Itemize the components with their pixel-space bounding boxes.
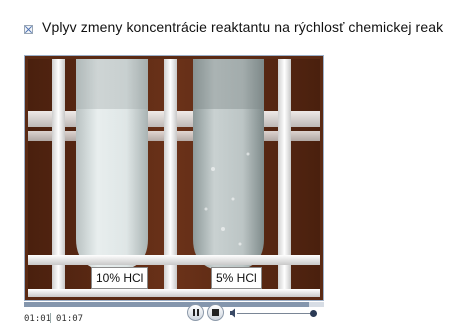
title-bar: Vplyv zmeny koncentrácie reaktantu na rý… xyxy=(20,16,467,40)
tube-label-10-percent: 10% HCl xyxy=(91,267,149,289)
video-player-screen[interactable]: 10% HCl 5% HCl xyxy=(28,59,320,297)
pause-button[interactable] xyxy=(187,304,204,321)
page-title: Vplyv zmeny koncentrácie reaktantu na rý… xyxy=(42,19,444,35)
time-total: 01:07 xyxy=(56,314,84,324)
stop-icon xyxy=(212,309,219,316)
speaker-icon[interactable] xyxy=(229,307,241,319)
video-frame: 10% HCl 5% HCl xyxy=(24,55,324,301)
seek-bar-fill xyxy=(24,302,309,307)
volume-slider[interactable] xyxy=(237,313,317,314)
time-current: 01:01 xyxy=(24,314,52,324)
tube-label-5-percent: 5% HCl xyxy=(211,267,262,289)
volume-slider-thumb[interactable] xyxy=(309,310,317,317)
stop-button[interactable] xyxy=(207,304,224,321)
close-box-icon[interactable] xyxy=(24,25,33,34)
time-separator xyxy=(50,313,51,323)
seek-bar[interactable] xyxy=(24,302,324,307)
video-frame-image xyxy=(28,59,320,297)
player-controls: 01:01 01:07 xyxy=(24,301,467,324)
